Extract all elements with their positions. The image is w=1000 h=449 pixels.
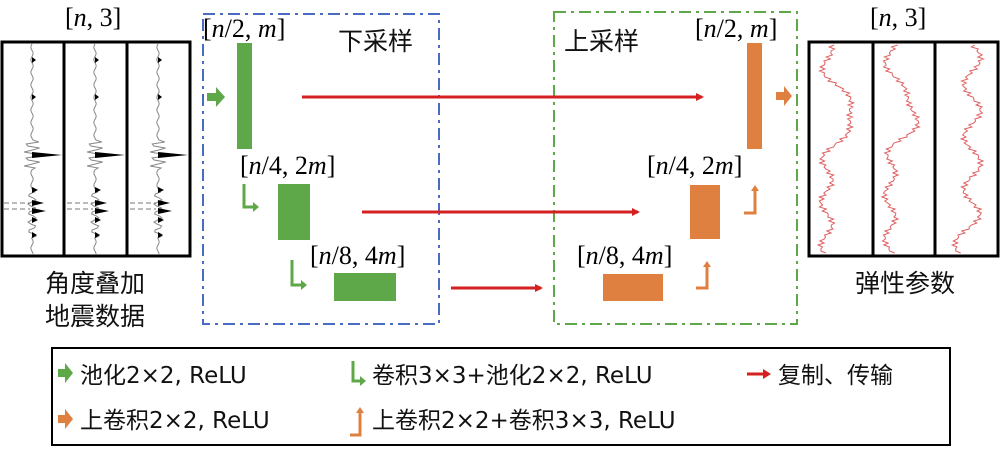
legend-box [51, 347, 951, 446]
input-seismic-panel [0, 40, 192, 258]
legend-red-arrow-right-icon [763, 369, 771, 379]
legend-item-3: 复制、传输 [778, 363, 893, 389]
green-arrow-right-icon [207, 87, 225, 107]
orange-arrow-right-icon [776, 86, 792, 106]
encoder-level1-label: [n/2, m] [203, 14, 285, 43]
output-shape-label: [n, 3] [870, 3, 926, 32]
legend-green-arrow-right-icon [58, 363, 73, 383]
decoder-level3-label: [n/8, 4m] [577, 241, 672, 270]
green-bent-arrow-icon [242, 184, 259, 212]
encoder-level2-label: [n/4, 2m] [240, 151, 335, 180]
encoder-level3-label: [n/8, 4m] [310, 241, 405, 270]
encoder-title: 下采样 [338, 27, 413, 56]
encoder-block-1 [237, 43, 252, 149]
decoder-block-2 [690, 185, 720, 239]
decoder-level1-label: [n/2, m] [695, 14, 777, 43]
output-elastic-panel [807, 40, 1000, 258]
legend-item-1: 池化2×2, ReLU [80, 363, 247, 389]
input-caption-line1: 角度叠加 [45, 269, 145, 298]
elastic-parameter-curve [880, 44, 921, 254]
decoder-block-1 [747, 43, 762, 149]
elastic-parameter-curve [950, 44, 985, 254]
seismic-trace [130, 43, 188, 255]
seismic-trace [4, 43, 62, 255]
legend-orange-arrow-right-icon [58, 409, 73, 429]
input-shape-label: [n, 3] [65, 3, 121, 32]
decoder-level2-label: [n/4, 2m] [647, 151, 742, 180]
legend-item-5: 上卷积2×2+卷积3×3, ReLU [372, 408, 676, 434]
orange-bent-arrow-up-icon [744, 185, 759, 215]
legend-item-4: 上卷积2×2, ReLU [80, 408, 270, 434]
output-caption: 弹性参数 [855, 269, 955, 298]
decoder-box [553, 11, 798, 325]
orange-bent-arrow-up-icon [696, 261, 711, 290]
encoder-block-3 [334, 273, 396, 301]
decoder-block-3 [603, 274, 663, 301]
legend-green-bent-arrow-down-right-icon [351, 361, 366, 386]
input-caption-line2: 地震数据 [45, 302, 145, 331]
decoder-title: 上采样 [564, 27, 639, 56]
encoder-box [202, 13, 440, 325]
legend-item-2: 卷积3×3+池化2×2, ReLU [372, 363, 653, 389]
green-bent-arrow-icon [290, 260, 307, 290]
seismic-trace [67, 43, 125, 255]
encoder-block-2 [278, 184, 310, 240]
legend-orange-bent-arrow-up-icon [350, 407, 364, 437]
elastic-parameter-curve [816, 44, 856, 254]
